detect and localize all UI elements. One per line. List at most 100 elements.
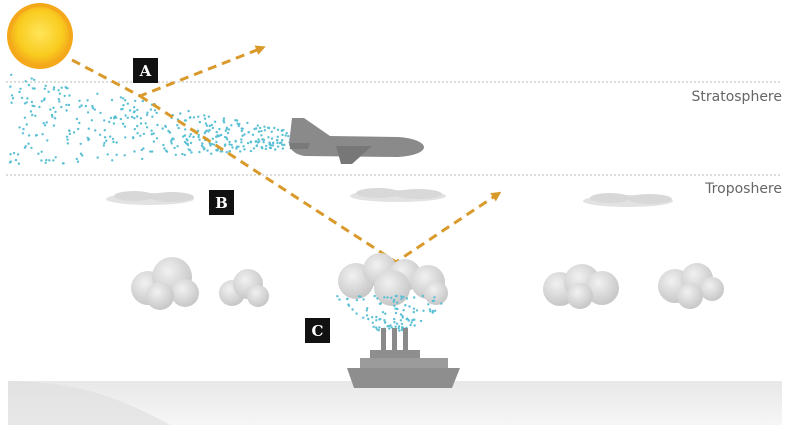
aerosol-particle	[179, 112, 182, 115]
spray-particle	[359, 295, 362, 298]
aerosol-particle	[51, 115, 54, 118]
spray-particle	[390, 326, 393, 329]
aerosol-particle	[197, 133, 200, 137]
aerosol-particle	[91, 106, 95, 110]
spray-particle	[351, 308, 354, 311]
aerosol-particle	[90, 119, 94, 122]
spray-particle	[355, 312, 358, 315]
aerosol-particle	[246, 141, 250, 145]
spray-particle	[386, 296, 389, 299]
aerosol-particle	[60, 105, 63, 109]
aerosol-particle	[66, 142, 70, 145]
spray-particle	[394, 325, 397, 328]
aerosol-particle	[140, 148, 143, 152]
aerosol-particle	[225, 127, 228, 131]
aerosol-particle	[77, 127, 80, 131]
aerosol-particle	[65, 135, 69, 138]
aerosol-particle	[103, 141, 106, 145]
aerosol-particle	[211, 137, 214, 140]
aerosol-particle	[260, 145, 263, 149]
aerosol-particle	[198, 150, 201, 154]
aerosol-particle	[241, 134, 244, 137]
aerosol-particle	[133, 127, 136, 131]
aerosol-particle	[11, 97, 15, 100]
aerosol-particle	[126, 102, 129, 105]
aerosol-particle	[102, 144, 106, 147]
aerosol-particle	[210, 123, 213, 127]
aerosol-particle	[133, 117, 136, 120]
aerosol-particle	[209, 144, 212, 147]
aerosol-particle	[254, 140, 258, 143]
aerosol-particle	[189, 141, 193, 145]
aerosol-particle	[94, 129, 97, 132]
aerosol-particle	[146, 111, 149, 114]
spray-particle	[433, 309, 437, 312]
spray-particle	[393, 304, 396, 307]
stratospheric-aerosol-particles	[8, 73, 296, 165]
aerosol-particle	[38, 105, 41, 109]
spray-particle	[379, 317, 382, 321]
aerosol-particle	[163, 147, 166, 150]
aerosol-particle	[206, 149, 209, 152]
cloud-icon	[219, 269, 269, 307]
aerosol-particle	[270, 137, 274, 140]
aerosol-particle	[203, 114, 206, 117]
aerosol-particle	[33, 87, 36, 90]
aerosol-particle	[42, 98, 46, 102]
spray-particle	[346, 297, 349, 301]
aerosol-particle	[122, 104, 125, 107]
spray-particle	[375, 319, 378, 322]
spray-particle	[415, 309, 419, 312]
aerosol-particle	[126, 116, 129, 120]
spray-particle	[378, 302, 381, 305]
spray-particle	[401, 316, 404, 319]
spray-particle	[406, 317, 409, 320]
aerosol-particle	[10, 101, 13, 104]
aerosol-particle	[174, 153, 177, 156]
aerosol-particle	[124, 114, 127, 117]
aerosol-particle	[134, 99, 137, 103]
aerosol-particle	[133, 106, 136, 109]
aerosol-particle	[213, 120, 217, 123]
aerosol-particle	[256, 124, 259, 127]
cloud-icon	[543, 264, 619, 309]
aerosol-particle	[145, 126, 149, 129]
aerosol-particle	[67, 103, 71, 107]
aerosol-particle	[197, 115, 200, 118]
aerosol-particle	[198, 138, 201, 141]
aerosol-particle	[131, 136, 135, 139]
aerosol-particle	[276, 135, 279, 138]
aerosol-particle	[161, 127, 164, 130]
aerosol-particle	[123, 125, 127, 128]
aerosol-particle	[86, 99, 89, 102]
spray-particle	[421, 294, 424, 298]
spray-particle	[388, 327, 391, 330]
aerosol-particle	[139, 122, 143, 125]
aerosol-particle	[192, 116, 196, 119]
aerosol-particle	[79, 152, 83, 155]
aerosol-particle	[197, 135, 200, 139]
aerosol-particle	[112, 122, 116, 125]
aerosol-particle	[52, 88, 55, 91]
spray-particle	[404, 304, 407, 307]
aerosol-particle	[53, 117, 57, 120]
aerosol-particle	[215, 140, 218, 144]
aerosol-particle	[203, 117, 207, 120]
aerosol-particle	[164, 125, 167, 128]
aerosol-particle	[150, 129, 153, 132]
aerosol-particle	[12, 151, 16, 155]
aerosol-particle	[269, 146, 273, 150]
aerosol-particle	[54, 110, 57, 114]
aerosol-particle	[270, 130, 273, 133]
aerosol-particle	[30, 146, 33, 150]
aerosol-particle	[132, 111, 136, 114]
aerosol-particle	[281, 147, 284, 150]
spray-particle	[355, 298, 359, 302]
aerosol-particle	[276, 139, 279, 142]
aerosol-particle	[65, 109, 68, 112]
aerosol-particle	[184, 128, 187, 131]
ship-icon	[347, 328, 460, 388]
spray-particle	[393, 317, 396, 321]
aerosol-particle	[37, 152, 40, 155]
aerosol-particle	[225, 136, 228, 139]
